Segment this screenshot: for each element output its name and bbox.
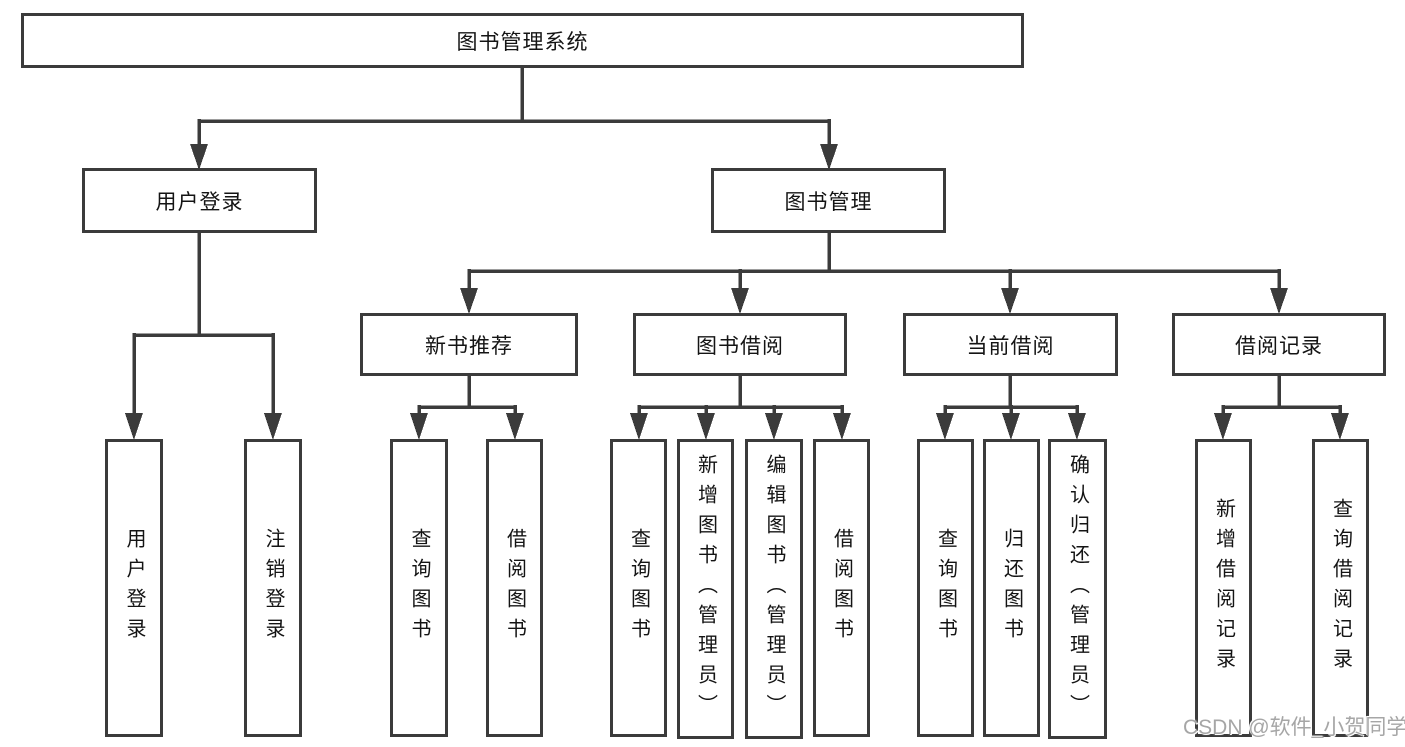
node-book-management: 图书管理: [711, 168, 946, 233]
node-user-login-leaf: 用户登录: [105, 439, 163, 737]
node-query-books-current: 查询图书: [917, 439, 974, 737]
node-confirm-return-admin: 确认归还（管理员）: [1048, 439, 1107, 739]
node-add-book-admin: 新增图书（管理员）: [677, 439, 734, 739]
node-borrow-books-recommend: 借阅图书: [486, 439, 543, 737]
node-query-borrow-record: 查询借阅记录: [1312, 439, 1369, 737]
node-new-book-recommendation: 新书推荐: [360, 313, 578, 376]
node-book-borrowing: 图书借阅: [633, 313, 847, 376]
node-borrowing-records: 借阅记录: [1172, 313, 1386, 376]
node-query-books-recommend: 查询图书: [390, 439, 448, 737]
node-logout-leaf: 注销登录: [244, 439, 302, 737]
node-library-system: 图书管理系统: [21, 13, 1024, 68]
node-add-borrow-record: 新增借阅记录: [1195, 439, 1252, 737]
node-user-login: 用户登录: [82, 168, 317, 233]
node-borrow-books-borrowing: 借阅图书: [813, 439, 870, 737]
node-current-borrowing: 当前借阅: [903, 313, 1118, 376]
watermark-text: CSDN @软件_小贺同学: [1183, 716, 1405, 739]
node-return-book: 归还图书: [983, 439, 1040, 737]
node-query-books-borrowing: 查询图书: [610, 439, 667, 737]
node-edit-book-admin: 编辑图书（管理员）: [745, 439, 803, 739]
